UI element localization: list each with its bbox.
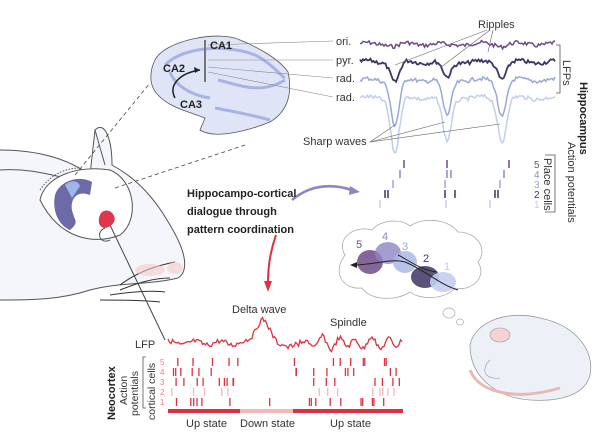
state-label-down: Down state <box>240 418 295 430</box>
layer-ori: ori. <box>336 36 351 48</box>
place-cells-label: Place cells <box>541 158 553 211</box>
dialogue-line-3: pattern coordination <box>187 224 294 236</box>
brain-regions <box>54 178 183 276</box>
hippocampus-in-brain <box>54 178 92 230</box>
place-cells-bracket <box>545 154 556 213</box>
annotation-pointers <box>369 29 501 143</box>
place-cell-number-1: 1 <box>534 200 540 211</box>
hippocampus-label: Hippocampus <box>577 82 589 155</box>
action-label-1: Action <box>118 376 130 405</box>
state-label-up-1: Up state <box>186 418 227 430</box>
region-ca1: CA1 <box>210 40 232 52</box>
place-field-number-5: 5 <box>356 239 362 251</box>
spindle-label: Spindle <box>330 317 367 329</box>
place-field-number-3: 3 <box>402 241 408 253</box>
cortical-spikes <box>171 358 400 406</box>
hippocampus-arrow <box>291 184 353 201</box>
lfp-trace-1 <box>359 39 555 51</box>
region-ca2: CA2 <box>163 63 185 75</box>
dream-cloud <box>338 219 483 326</box>
sleeping-rat-illustration <box>468 314 592 401</box>
down-state-bar <box>240 409 293 413</box>
lfp-trace-3 <box>359 75 556 128</box>
cortical-cells-label: cortical cells <box>146 363 158 420</box>
lfp-label: LFP <box>135 339 155 351</box>
layer-pyr: pyr. <box>336 55 354 67</box>
delta-wave-label: Delta wave <box>232 304 286 316</box>
cortex-in-brain <box>98 210 115 228</box>
cortical-cell-number-3: 3 <box>160 378 165 387</box>
up-state-bar-1 <box>168 409 240 413</box>
place-cell-number-3: 3 <box>534 180 540 191</box>
cortex-arrowhead <box>264 281 272 292</box>
place-field-number-1: 1 <box>444 261 450 273</box>
cortical-cell-number-2: 2 <box>160 388 165 397</box>
lfps-bracket <box>556 44 561 94</box>
up-state-bar-2 <box>293 409 403 413</box>
rat-head-illustration <box>0 127 186 341</box>
lfp-trace-2 <box>359 57 556 84</box>
lfps-label: LFPs <box>560 60 572 86</box>
dialogue-line-1: Hippocampo-cortical <box>187 188 296 200</box>
place-field-number-2: 2 <box>423 253 429 265</box>
place-field-1 <box>430 272 456 292</box>
dialogue-line-2: dialogue through <box>187 206 277 218</box>
lfp-trace-4 <box>359 93 556 154</box>
cortical-cell-number-5: 5 <box>160 358 165 367</box>
cortical-lfp-line <box>167 316 403 353</box>
place-field-number-4: 4 <box>382 231 388 243</box>
layer-rad-1: rad. <box>336 73 355 85</box>
sharp-waves-label: Sharp waves <box>303 136 367 148</box>
place-cell-number-2: 2 <box>534 190 540 201</box>
cortical-cell-number-4: 4 <box>160 368 165 377</box>
trajectory-path <box>352 254 459 291</box>
ripples-label: Ripples <box>478 19 515 31</box>
layer-rad-2: rad. <box>336 92 355 104</box>
place-field-numbers: 5 4 3 2 1 <box>356 231 450 273</box>
neocortex-label: Neocortex <box>106 365 118 420</box>
region-ca3: CA3 <box>180 99 202 111</box>
cortex-arrow <box>267 234 277 283</box>
cortical-cells-bracket <box>142 356 146 409</box>
place-cell-spikes <box>379 160 510 208</box>
place-cell-number-5: 5 <box>534 160 540 171</box>
state-label-up-2: Up state <box>330 418 371 430</box>
place-cell-number-4: 4 <box>534 170 540 181</box>
cortical-cell-number-1: 1 <box>160 398 165 407</box>
action-label-2: potentials <box>129 371 141 416</box>
cortical-lfp-trace <box>167 316 403 353</box>
hippocampal-lfp-traces <box>359 39 556 154</box>
zoom-dashed-lines <box>74 82 246 189</box>
hippocampus-section-drawing <box>150 35 334 135</box>
action-potentials-label: Action potentials <box>565 142 577 223</box>
hippocampus-arrowhead <box>349 186 360 195</box>
